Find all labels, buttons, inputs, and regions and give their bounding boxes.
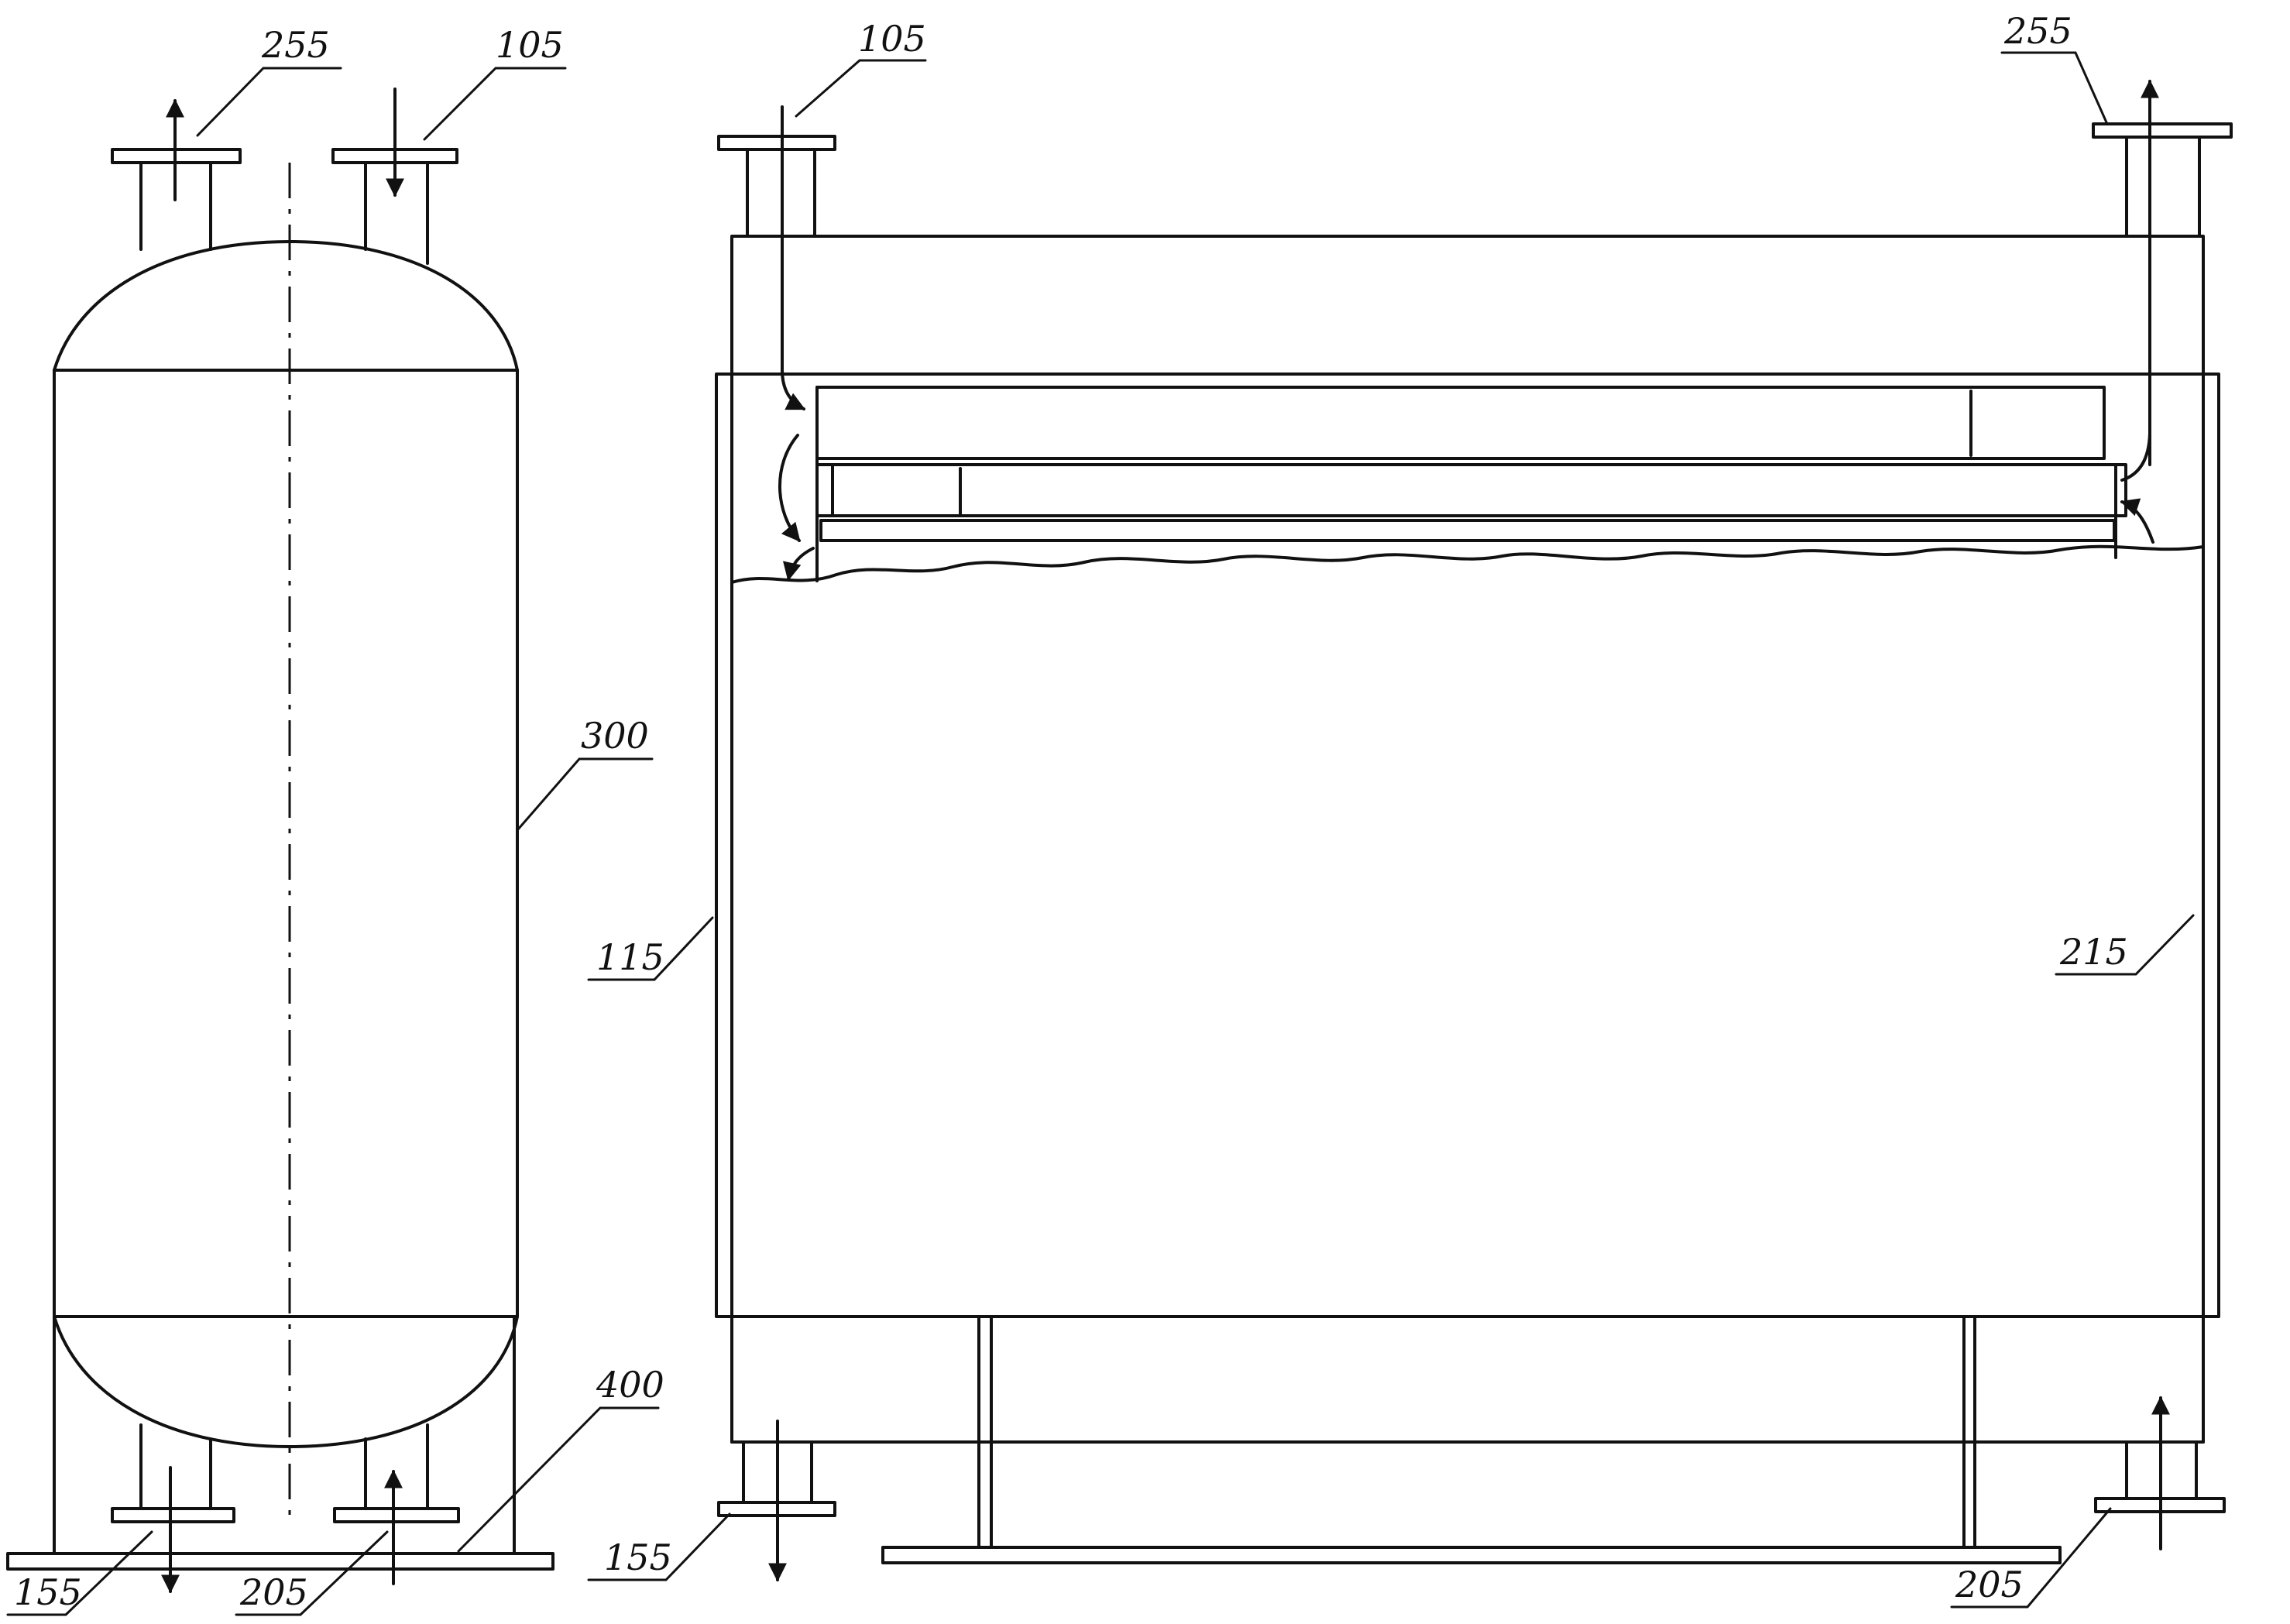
flow-arrow-icon: [2120, 498, 2154, 544]
bottom-right-nozzle: [333, 1423, 460, 1523]
flow-arrow-icon: [778, 434, 801, 542]
label-inlet-bottom: 205: [239, 1571, 308, 1613]
leader-line: [457, 1406, 660, 1553]
label-outlet-bottom: 155: [14, 1571, 82, 1613]
label-inlet-top: 105: [496, 24, 564, 66]
label-inlet-top: 105: [858, 18, 926, 60]
leader-line: [795, 59, 927, 118]
leader-line: [235, 1530, 389, 1616]
front-view: 105 255 115 215 155 205: [587, 10, 2233, 1609]
support-legs: [53, 1284, 516, 1557]
leader-line: [2055, 914, 2195, 976]
support-legs: [977, 1315, 1976, 1549]
bottom-header: [730, 1315, 2205, 1444]
leader-line: [516, 757, 654, 832]
top-left-nozzle: [717, 135, 836, 238]
leader-line: [2000, 51, 2108, 124]
bottom-left-nozzle: [111, 1423, 235, 1523]
label-outlet-top: 255: [261, 24, 330, 66]
flow-arrow-icon: [782, 547, 815, 582]
label-left-chamber: 115: [596, 936, 664, 978]
side-view: 255 105 300 400 155 205: [6, 24, 664, 1616]
label-outlet-bottom: 155: [604, 1536, 672, 1578]
base-plate: [6, 1552, 554, 1571]
leader-line: [587, 916, 714, 981]
leader-line: [587, 1512, 731, 1581]
top-header: [730, 235, 2205, 376]
label-support: 400: [596, 1364, 664, 1406]
internal-tubes: [730, 386, 2205, 584]
leader-line: [6, 1530, 153, 1616]
top-right-nozzle: [2092, 122, 2233, 238]
label-inlet-bottom: 205: [1955, 1564, 2024, 1605]
leader-line: [196, 67, 342, 137]
label-right-chamber: 215: [2059, 931, 2128, 973]
leader-line: [1950, 1507, 2112, 1609]
vessel-shell: [53, 240, 519, 1448]
label-shell: 300: [581, 715, 649, 757]
label-outlet-top: 255: [2003, 10, 2072, 52]
main-body: [715, 373, 2220, 1318]
flow-arrow-icon: [781, 369, 806, 410]
leader-line: [423, 67, 567, 141]
base-plate: [881, 1546, 2062, 1564]
